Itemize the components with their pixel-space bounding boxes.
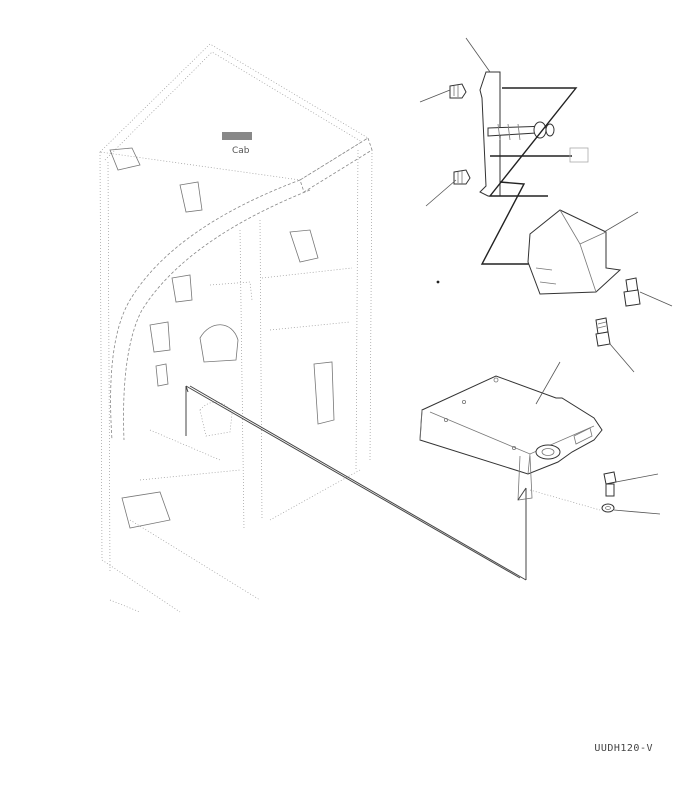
side-panel bbox=[185, 385, 527, 581]
bolt-lower bbox=[453, 169, 471, 185]
figure-id: UUDH120-V bbox=[594, 743, 653, 754]
cab-badge bbox=[222, 132, 252, 140]
fastener-right bbox=[623, 277, 673, 307]
washer-bottom bbox=[601, 503, 661, 515]
bolt-bottom bbox=[603, 471, 659, 497]
floor-tray bbox=[419, 361, 603, 501]
fastener-middle bbox=[595, 317, 635, 373]
cab-structure bbox=[99, 43, 373, 613]
cab-label: Cab bbox=[232, 146, 250, 156]
bolt-upper bbox=[449, 83, 467, 99]
reference-dot bbox=[436, 280, 440, 284]
l-bracket bbox=[527, 209, 639, 295]
bracket-assembly bbox=[419, 37, 589, 265]
